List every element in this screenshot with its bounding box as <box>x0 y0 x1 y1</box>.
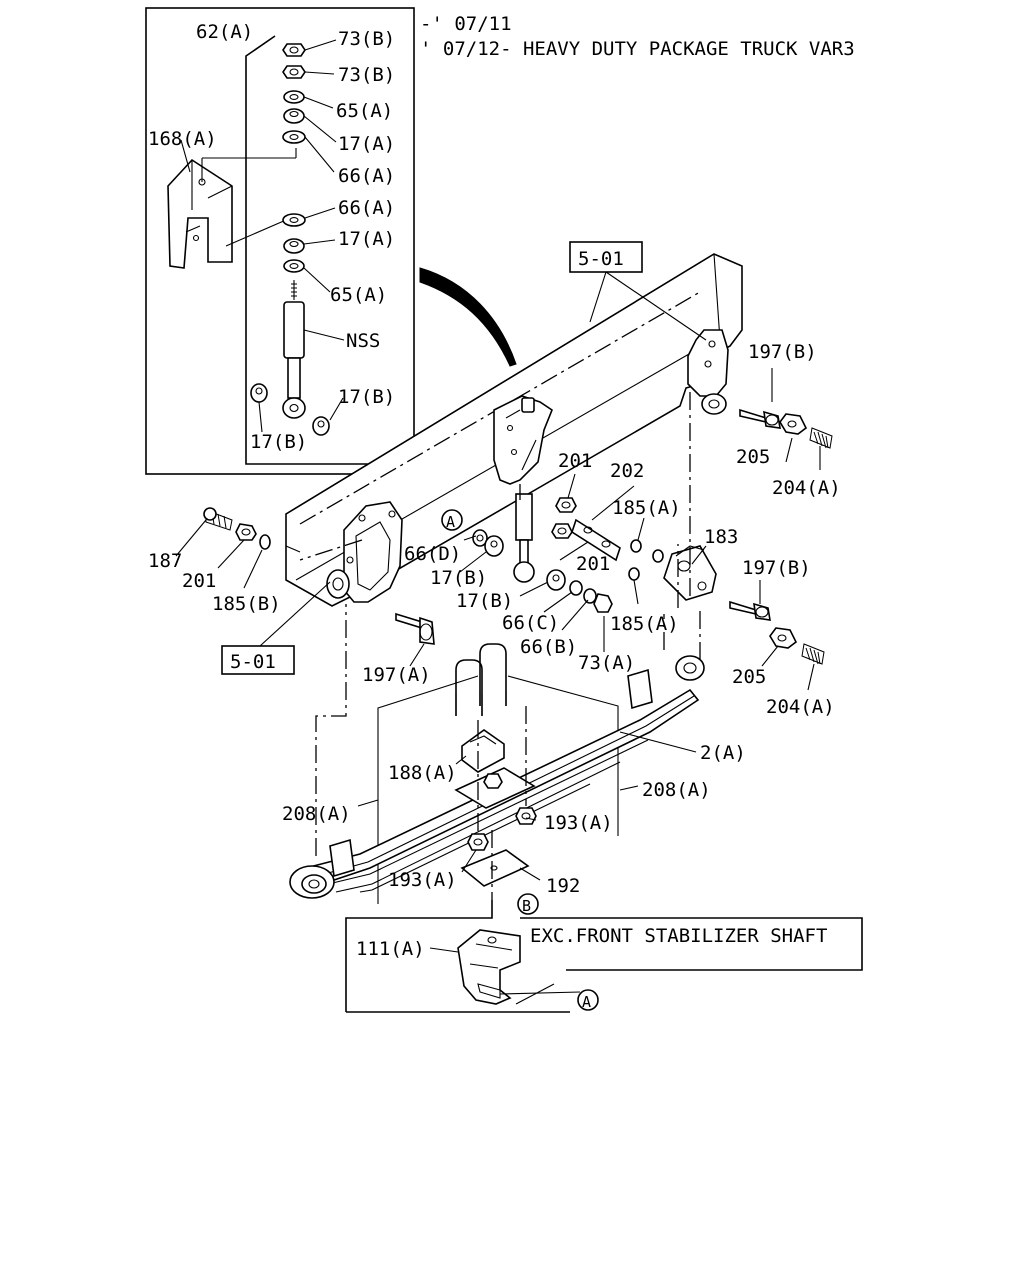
label-17b-3: 17(B) <box>430 567 487 589</box>
label-17b-1: 17(B) <box>338 386 395 408</box>
label-185b: 185(B) <box>212 593 281 615</box>
label-17b-2: 17(B) <box>250 431 307 453</box>
svg-text:B: B <box>522 897 531 915</box>
label-73b-2: 73(B) <box>338 64 395 86</box>
label-73a: 73(A) <box>578 652 635 674</box>
label-193a-right: 193(A) <box>544 812 613 834</box>
label-17b-4: 17(B) <box>456 590 513 612</box>
bushing-17a-lower <box>283 238 305 254</box>
label-204a-2: 204(A) <box>766 696 835 718</box>
label-66d: 66(D) <box>404 543 461 565</box>
grease-nipple-204a-upper <box>809 427 833 449</box>
nut-193a-right <box>515 807 537 825</box>
nut-73b-lower <box>282 65 306 79</box>
label-65a-2: 65(A) <box>330 284 387 306</box>
leader-lines <box>175 368 821 953</box>
bushing-17b-front <box>484 535 504 557</box>
svg-text:A: A <box>446 513 455 531</box>
frame-rail <box>285 253 743 607</box>
circle-a-upper[interactable]: A <box>441 509 463 531</box>
label-2a: 2(A) <box>700 742 746 764</box>
label-66a-1: 66(A) <box>338 165 395 187</box>
nut-205-upper <box>779 413 808 435</box>
label-nss: NSS <box>346 330 380 352</box>
circle-a-lower[interactable]: A <box>577 989 599 1011</box>
washer-66a-lower <box>282 213 306 227</box>
label-66b: 66(B) <box>520 636 577 658</box>
label-187: 187 <box>148 550 182 572</box>
note-line-1: -' 07/11 <box>420 13 512 35</box>
label-205-2: 205 <box>732 666 766 688</box>
label-66c: 66(C) <box>502 612 559 634</box>
bushing-66d <box>472 529 488 547</box>
label-185a-2: 185(A) <box>610 613 679 635</box>
washer-185b <box>259 534 271 550</box>
nut-193a-left <box>467 833 489 851</box>
ref-box-left[interactable]: 5-01 <box>221 645 295 675</box>
ref-box-top-label: 5-01 <box>578 248 624 270</box>
label-197b-2: 197(B) <box>742 557 811 579</box>
view-callout-arrow <box>419 267 517 367</box>
label-62a: 62(A) <box>196 21 253 43</box>
circle-b[interactable]: B <box>517 893 539 915</box>
label-208a-right: 208(A) <box>642 779 711 801</box>
label-65a-1: 65(A) <box>336 100 393 122</box>
leaf-spring-assembly <box>289 392 705 904</box>
label-185a-1: 185(A) <box>612 497 681 519</box>
label-197a: 197(A) <box>362 664 431 686</box>
washer-66c <box>569 580 583 596</box>
grease-nipple-204a-lower <box>801 643 825 665</box>
rear-shackle-assembly <box>203 408 833 665</box>
bushing-17a-top <box>283 108 305 124</box>
applicability-note: -' 07/11 ' 07/12- HEAVY DUTY PACKAGE TRU… <box>420 13 855 60</box>
note-line-2: ' 07/12- HEAVY DUTY PACKAGE TRUCK VAR3 <box>420 38 855 60</box>
label-201-3: 201 <box>182 570 216 592</box>
label-66a-2: 66(A) <box>338 197 395 219</box>
label-188a: 188(A) <box>388 762 457 784</box>
label-205-1: 205 <box>736 446 770 468</box>
label-208a-left: 208(A) <box>282 803 351 825</box>
bolt-197b-upper <box>739 408 781 429</box>
washer-65a-lower <box>283 259 305 273</box>
shock-absorber-inset <box>145 7 415 475</box>
nut-201-upper <box>555 497 577 513</box>
label-192: 192 <box>546 875 580 897</box>
nut-201-lower <box>551 523 573 539</box>
ref-box-top[interactable]: 5-01 <box>569 241 643 273</box>
svg-text:A: A <box>582 993 591 1011</box>
label-73b-1: 73(B) <box>338 28 395 50</box>
grease-nipple-187 <box>203 507 233 531</box>
nut-201-front <box>235 523 257 541</box>
label-201-2: 201 <box>576 553 610 575</box>
ref-box-left-label: 5-01 <box>230 651 276 673</box>
bushing-17b-right <box>312 416 330 436</box>
label-202: 202 <box>610 460 644 482</box>
label-201-1: 201 <box>558 450 592 472</box>
washer-65a-top <box>283 90 305 104</box>
label-197b-1: 197(B) <box>748 341 817 363</box>
stabilizer-bracket-box <box>345 900 863 1013</box>
label-111a: 111(A) <box>356 938 425 960</box>
nut-73a <box>593 593 613 613</box>
nut-205-lower <box>769 627 798 649</box>
bushing-17b-rear <box>546 569 566 591</box>
stabilizer-note: EXC.FRONT STABILIZER SHAFT <box>530 925 827 947</box>
bolt-197a <box>395 612 435 645</box>
label-17a-2: 17(A) <box>338 228 395 250</box>
label-168a: 168(A) <box>148 128 217 150</box>
callout-labels: 62(A) 73(B) 73(B) 65(A) 168(A) 17(A) 66(… <box>148 21 841 960</box>
washer-66b <box>583 588 597 604</box>
label-193a-left: 193(A) <box>388 869 457 891</box>
bushing-17b-left <box>250 383 268 403</box>
label-183: 183 <box>704 526 738 548</box>
washer-66a-top <box>282 130 306 144</box>
shock-absorber-nss <box>282 280 306 419</box>
label-204a-1: 204(A) <box>772 477 841 499</box>
bolt-197b-lower <box>729 600 771 621</box>
label-17a-1: 17(A) <box>338 133 395 155</box>
nut-73b-top <box>282 43 306 57</box>
